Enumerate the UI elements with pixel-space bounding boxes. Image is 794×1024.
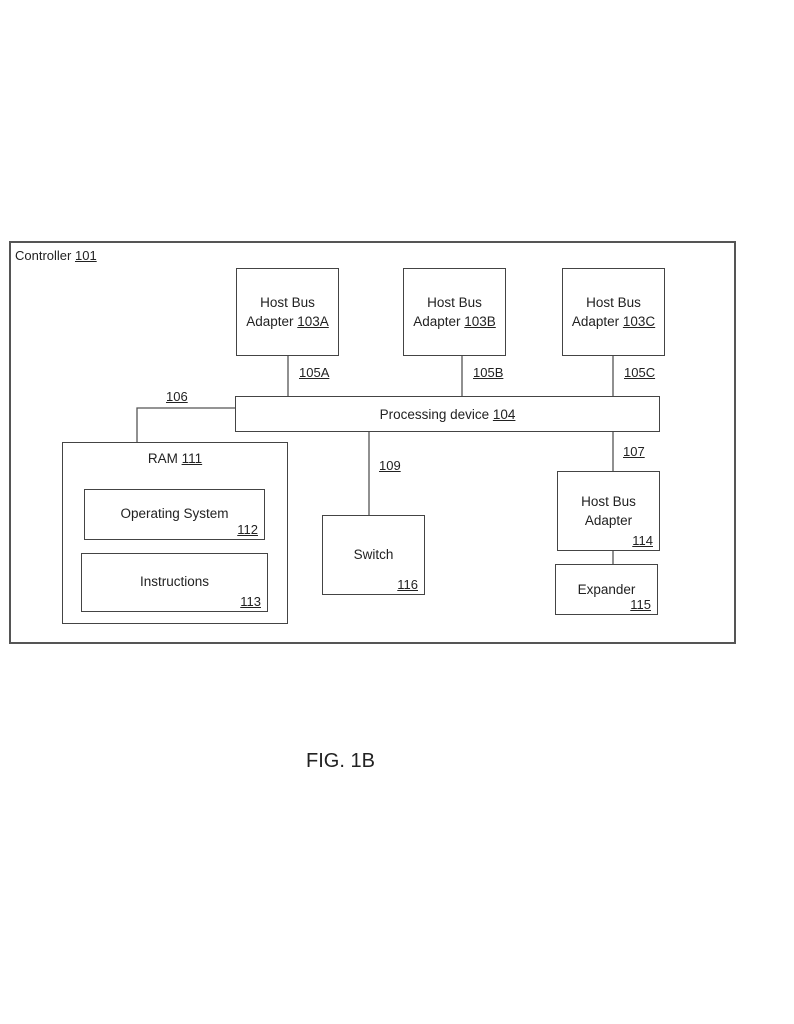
controller-label: Controller 101: [15, 248, 97, 263]
operating-system-label: Operating System: [120, 506, 229, 521]
hba-103b-line2: Adapter: [413, 314, 461, 329]
switch-116: Switch 116: [322, 515, 425, 595]
host-bus-adapter-103b: Host Bus Adapter 103B: [403, 268, 506, 356]
link-label-106: 106: [166, 389, 188, 404]
hba-103a-line1: Host Bus: [260, 295, 315, 310]
link-label-105a: 105A: [299, 365, 330, 380]
instructions-label: Instructions: [139, 574, 210, 589]
link-106: [136, 407, 236, 443]
hba-114-line2: Adapter: [584, 513, 633, 528]
hba-103c-line2: Adapter: [571, 314, 620, 329]
controller-name: Controller: [15, 248, 72, 263]
expander-ref: 115: [630, 597, 651, 612]
hba-103a-line2: Adapter: [246, 314, 294, 329]
ram-ref: 111: [181, 451, 203, 466]
hba-103c-line1: Host Bus: [586, 295, 641, 310]
host-bus-adapter-103c: Host Bus Adapter 103C: [562, 268, 665, 356]
hba-103c-ref: 103C: [622, 314, 656, 329]
instructions-ref: 113: [240, 594, 261, 609]
operating-system-ref: 112: [237, 522, 258, 537]
ram-label: RAM: [147, 451, 178, 466]
hba-114-line1: Host Bus: [581, 494, 636, 509]
link-label-105c: 105C: [624, 365, 656, 380]
figure-caption: FIG. 1B: [306, 750, 375, 772]
hba-103b-line1: Host Bus: [427, 295, 482, 310]
instructions-113: Instructions 113: [81, 553, 268, 612]
switch-label: Switch: [353, 547, 394, 562]
controller-ref: 101: [74, 248, 97, 263]
hba-103b-ref: 103B: [464, 314, 496, 329]
link-label-107: 107: [623, 444, 645, 459]
host-bus-adapter-103a: Host Bus Adapter 103A: [236, 268, 339, 356]
ram-111: RAM 111 Operating System 112 Instruction…: [62, 442, 288, 624]
switch-ref: 116: [397, 577, 418, 592]
processing-device-label: Processing device: [379, 407, 490, 422]
hba-114-ref: 114: [632, 533, 653, 548]
hba-103a-ref: 103A: [297, 314, 329, 329]
processing-device-ref: 104: [492, 407, 516, 422]
processing-device-104: Processing device 104: [235, 396, 660, 432]
controller-box: Controller 101: [9, 241, 736, 644]
host-bus-adapter-114: Host Bus Adapter 114: [557, 471, 660, 551]
link-label-105b: 105B: [473, 365, 504, 380]
link-label-109: 109: [379, 458, 401, 473]
expander-115: Expander 115: [555, 564, 658, 615]
expander-label: Expander: [577, 582, 636, 597]
operating-system-112: Operating System 112: [84, 489, 265, 540]
